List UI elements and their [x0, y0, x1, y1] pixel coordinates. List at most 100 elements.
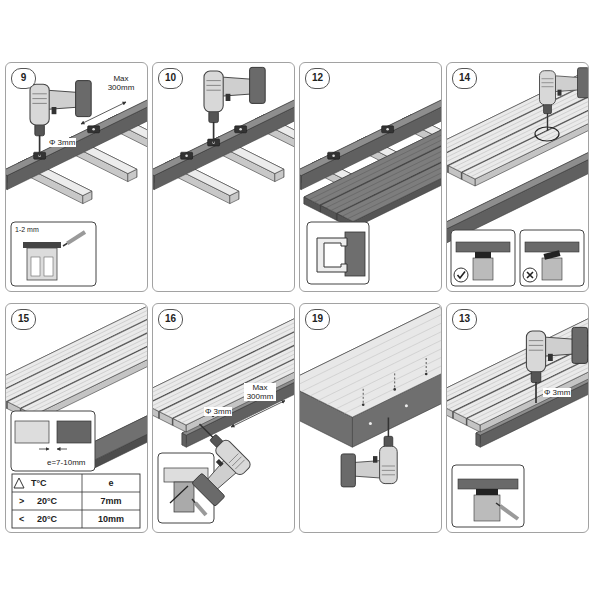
step-illustration — [319, 304, 441, 400]
board-groove — [471, 328, 588, 420]
step-panel: 12 — [299, 62, 442, 292]
fixing-clip — [88, 126, 100, 133]
power-drill — [166, 418, 255, 507]
gap-label: e=7-10mm — [46, 458, 86, 467]
step-illustration — [525, 242, 579, 252]
power-drill — [226, 94, 231, 101]
step-illustration — [23, 242, 61, 248]
board-groove — [348, 140, 441, 219]
dimension-line — [231, 401, 285, 427]
temperature-symbol — [14, 478, 24, 488]
step-number: 14 — [452, 68, 477, 89]
board-groove — [342, 137, 441, 216]
step-illustration — [425, 373, 428, 376]
power-drill — [572, 327, 588, 363]
fixing-clip — [88, 126, 100, 133]
fixing-clip — [181, 152, 193, 159]
wrong-mark — [527, 272, 533, 278]
temperature-table — [12, 492, 140, 493]
gap-label: 1-2 mm — [14, 226, 40, 234]
step-illustration — [362, 404, 365, 407]
fixing-clip — [239, 128, 242, 131]
power-drill — [35, 124, 45, 136]
pencil — [500, 506, 518, 519]
step-panel: 15 — [5, 303, 148, 533]
board-groove — [177, 328, 294, 420]
power-drill — [341, 454, 355, 487]
table-cell: 10mm — [82, 514, 140, 524]
fixing-clip — [328, 152, 340, 159]
step-illustration — [44, 257, 53, 276]
detail-inset — [307, 222, 369, 284]
correct-mark — [458, 272, 466, 279]
step-illustration — [344, 312, 441, 413]
power-drill — [250, 67, 266, 103]
power-drill — [192, 473, 225, 506]
fixing-clip — [235, 126, 247, 133]
fixing-clip — [328, 152, 340, 159]
deck-board — [337, 134, 441, 221]
step-panel: 9 — [5, 62, 148, 292]
correct-mark — [454, 268, 468, 282]
power-drill — [373, 456, 377, 463]
screw-guide — [394, 373, 395, 389]
step-illustration — [393, 388, 396, 391]
table-cell: 7mm — [82, 496, 140, 506]
step-illustration — [27, 248, 57, 280]
step-illustration — [6, 81, 147, 286]
step-illustration — [57, 449, 67, 450]
deck-board — [34, 323, 147, 422]
power-drill — [529, 340, 543, 341]
table-cell: < — [18, 514, 25, 524]
screw — [441, 387, 442, 390]
detail-inset — [11, 411, 95, 471]
pencil-tip — [192, 499, 195, 503]
power-drill — [204, 71, 223, 112]
power-drill — [380, 446, 398, 483]
step-illustration — [300, 304, 441, 487]
drill-bit-size: Φ 3mm — [48, 138, 76, 147]
power-drill — [542, 86, 554, 87]
fixing-clip — [92, 128, 95, 131]
deck-board — [337, 134, 441, 228]
step-panel: 14 — [446, 62, 589, 292]
fixing-clip — [382, 126, 394, 133]
deck-board — [462, 80, 588, 186]
step-illustration — [15, 421, 49, 443]
step-illustration — [336, 308, 441, 409]
power-drill — [535, 381, 537, 403]
power-drill — [548, 354, 553, 361]
drill-bit-size: Φ 3mm — [543, 388, 571, 397]
table-cell: 20°C — [36, 496, 58, 506]
table-cell: > — [18, 496, 25, 506]
step-illustration — [456, 242, 510, 252]
power-drill — [30, 81, 91, 157]
table-header: T°C — [30, 478, 48, 488]
dimension-label: Max 300mm — [105, 74, 137, 92]
board-groove — [30, 320, 147, 412]
fixing-clip — [386, 128, 389, 131]
pencil — [67, 232, 85, 243]
power-drill — [388, 418, 390, 438]
step-illustration — [6, 304, 147, 528]
deck-board — [300, 304, 441, 447]
detail-inset — [451, 230, 515, 286]
power-drill — [213, 121, 215, 143]
power-drill — [544, 104, 552, 114]
step-number: 10 — [158, 68, 183, 89]
step-illustration — [458, 479, 518, 489]
fixing-clip — [181, 152, 193, 159]
step-illustration — [447, 63, 588, 286]
power-drill — [52, 107, 57, 114]
detail-inset — [11, 222, 96, 286]
board-groove — [471, 84, 588, 176]
step-illustration — [327, 304, 441, 405]
temperature-table — [12, 510, 140, 511]
screw-guide — [363, 389, 364, 405]
power-drill — [30, 84, 49, 125]
screw-guide — [426, 358, 427, 374]
step-illustration — [476, 489, 498, 495]
deck-board — [467, 326, 588, 432]
step-illustration — [447, 306, 588, 527]
power-drill — [206, 90, 220, 91]
